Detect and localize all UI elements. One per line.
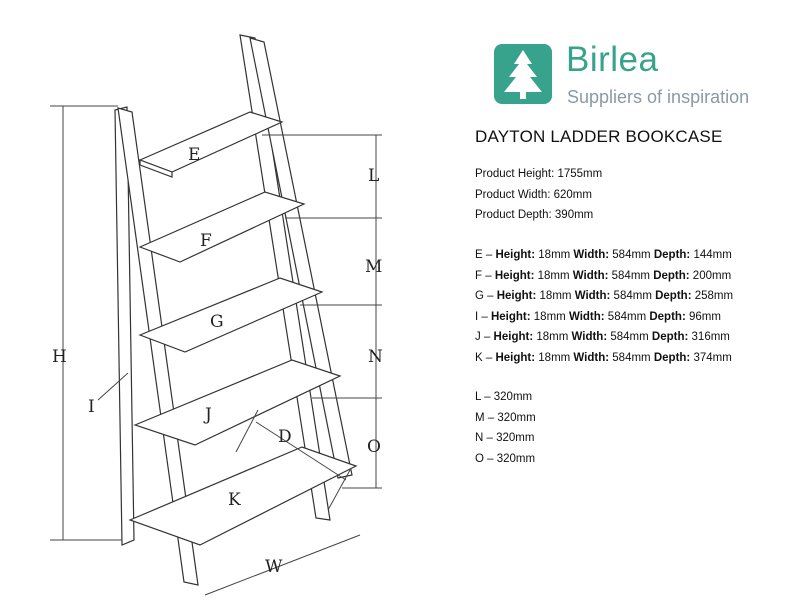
shelf-label-g: G — [210, 312, 224, 332]
width-dimension — [204, 534, 361, 596]
spacing-n: N – 320mm — [475, 432, 535, 444]
rear-left-leg — [114, 106, 135, 546]
label-n: N — [368, 347, 383, 367]
shelf-dimensions-list: E – Height: 18mm Width: 584mm Depth: 144… — [475, 245, 733, 368]
shelf-row-j: J – Height: 18mm Width: 584mm Depth: 316… — [475, 331, 730, 343]
bookcase-diagram: H I L M N O D W E F G J K — [50, 34, 383, 596]
spacing-m: M – 320mm — [475, 411, 536, 424]
shelf-e — [138, 111, 284, 178]
product-depth: Product Depth: 390mm — [475, 209, 594, 221]
label-w: W — [265, 557, 283, 577]
rear-right-leg — [239, 34, 331, 521]
shelf-label-j: J — [203, 405, 212, 425]
shelf-row-g: G – Height: 18mm Width: 584mm Depth: 258… — [475, 290, 734, 302]
label-m: M — [365, 257, 382, 277]
label-i: I — [88, 397, 95, 417]
label-h: H — [52, 347, 67, 367]
shelf-label-e: E — [188, 145, 200, 165]
shelf-k — [128, 446, 358, 546]
shelf-row-f: F – Height: 18mm Width: 584mm Depth: 200… — [475, 269, 732, 282]
overall-dimensions: Product Height: 1755mm Product Width: 62… — [475, 164, 602, 226]
product-width: Product Width: 620mm — [475, 188, 592, 201]
spacing-dimensions — [262, 134, 382, 489]
spacing-l: L – 320mm — [475, 391, 533, 403]
height-dimension — [50, 105, 122, 541]
shelf-label-f: F — [200, 231, 212, 251]
spacing-list: L – 320mm M – 320mm N – 320mm O – 320mm — [475, 387, 536, 469]
label-d: D — [278, 427, 292, 447]
shelf-row-e: E – Height: 18mm Width: 584mm Depth: 144… — [475, 249, 732, 261]
product-height: Product Height: 1755mm — [475, 168, 603, 180]
label-l: L — [368, 166, 379, 186]
brand-tagline: Suppliers of inspiration — [567, 87, 750, 107]
shelf-row-i: I – Height: 18mm Width: 584mm Depth: 96m… — [475, 310, 721, 323]
product-title: DAYTON LADDER BOOKCASE — [475, 127, 723, 146]
spacing-o: O – 320mm — [475, 452, 536, 465]
shelf-f — [138, 191, 306, 263]
side-leader-line — [97, 372, 129, 401]
label-o: O — [367, 437, 381, 457]
tree-logo-icon — [494, 44, 552, 104]
shelf-row-k: K – Height: 18mm Width: 584mm Depth: 374… — [475, 351, 732, 364]
shelf-j — [133, 359, 342, 446]
depth-dimension — [235, 409, 351, 511]
brand-name: Birlea — [566, 40, 659, 79]
shelf-label-k: K — [228, 490, 241, 510]
front-right-leg — [249, 37, 353, 479]
shelf-g — [138, 277, 324, 353]
